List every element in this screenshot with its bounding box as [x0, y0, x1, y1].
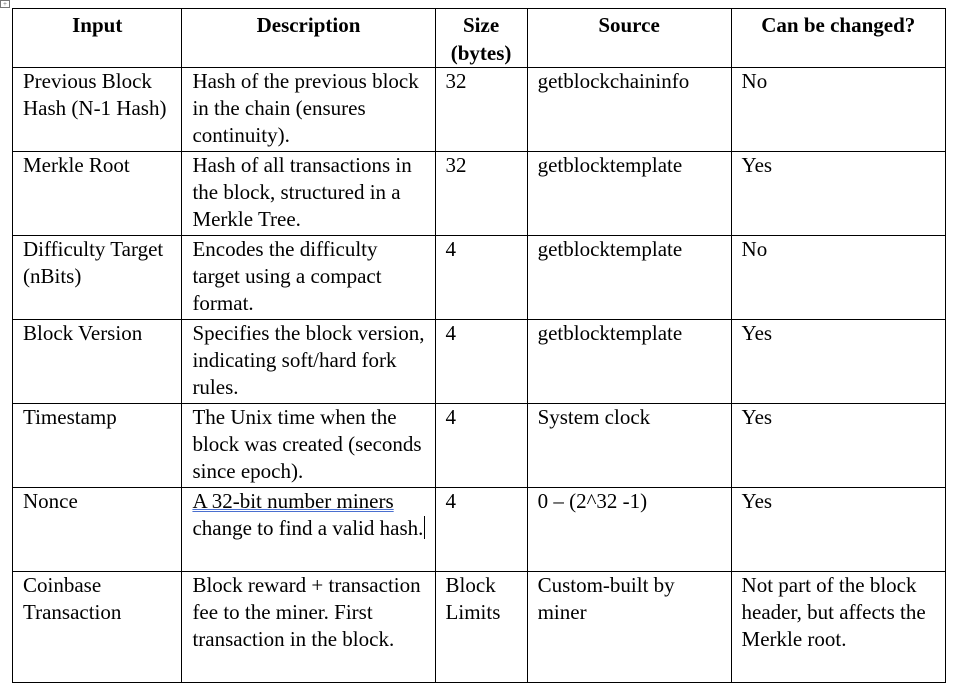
cell-description[interactable]: Hash of all transactions in the block, s… [181, 151, 436, 236]
cell-input[interactable]: Coinbase Transaction [11, 571, 183, 683]
cell-size[interactable]: 32 [434, 67, 528, 152]
cell-input[interactable]: Timestamp [11, 403, 183, 488]
table-move-handle[interactable]: + [0, 0, 10, 8]
table-row: Coinbase Transaction Block reward + tran… [11, 571, 947, 683]
cell-can-be-changed[interactable]: Yes [730, 487, 947, 572]
cell-description[interactable]: Encodes the difficulty target using a co… [181, 235, 436, 320]
cell-can-be-changed[interactable]: Yes [730, 403, 947, 488]
spellcheck-underlined-text: A 32-bit number miners [192, 489, 394, 513]
cell-size[interactable]: 4 [434, 235, 528, 320]
cell-source[interactable]: 0 – (2^32 -1) [526, 487, 732, 572]
cell-size[interactable]: 4 [434, 487, 528, 572]
text-cursor [424, 516, 426, 539]
header-input[interactable]: Input [11, 8, 183, 68]
cell-description[interactable]: The Unix time when the block was created… [181, 403, 436, 488]
table-row: Nonce A 32-bit number miners change to f… [11, 487, 947, 572]
cell-size[interactable]: 32 [434, 151, 528, 236]
table-row: Timestamp The Unix time when the block w… [11, 403, 947, 488]
cell-source[interactable]: getblockchaininfo [526, 67, 732, 152]
table-row: Previous Block Hash (N-1 Hash) Hash of t… [11, 67, 947, 152]
header-source[interactable]: Source [526, 8, 732, 68]
cell-source[interactable]: getblocktemplate [526, 235, 732, 320]
table-row: Block Version Specifies the block versio… [11, 319, 947, 404]
table-header-row: Input Description Size (bytes) Source Ca… [11, 8, 947, 68]
cell-source[interactable]: getblocktemplate [526, 319, 732, 404]
header-size[interactable]: Size (bytes) [434, 8, 528, 68]
cell-input[interactable]: Block Version [11, 319, 183, 404]
cell-size[interactable]: 4 [434, 403, 528, 488]
cell-size[interactable]: Block Limits [434, 571, 528, 683]
cell-source[interactable]: getblocktemplate [526, 151, 732, 236]
description-text: change to find a valid hash. [192, 516, 424, 540]
cell-can-be-changed[interactable]: Yes [730, 319, 947, 404]
cell-can-be-changed[interactable]: No [730, 235, 947, 320]
table-row: Difficulty Target (nBits) Encodes the di… [11, 235, 947, 320]
table-row: Merkle Root Hash of all transactions in … [11, 151, 947, 236]
cell-source[interactable]: System clock [526, 403, 732, 488]
cell-size[interactable]: 4 [434, 319, 528, 404]
cell-can-be-changed[interactable]: Not part of the block header, but affect… [730, 571, 947, 683]
cell-description[interactable]: Block reward + transaction fee to the mi… [181, 571, 436, 683]
cell-can-be-changed[interactable]: Yes [730, 151, 947, 236]
cell-description[interactable]: A 32-bit number miners change to find a … [181, 487, 436, 572]
cell-input[interactable]: Previous Block Hash (N-1 Hash) [11, 67, 183, 152]
block-header-table: Input Description Size (bytes) Source Ca… [11, 8, 947, 683]
cell-can-be-changed[interactable]: No [730, 67, 947, 152]
cell-description[interactable]: Specifies the block version, indicating … [181, 319, 436, 404]
cell-input[interactable]: Merkle Root [11, 151, 183, 236]
header-description[interactable]: Description [181, 8, 436, 68]
cell-description[interactable]: Hash of the previous block in the chain … [181, 67, 436, 152]
cell-input[interactable]: Difficulty Target (nBits) [11, 235, 183, 320]
cell-input[interactable]: Nonce [11, 487, 183, 572]
header-can-be-changed[interactable]: Can be changed? [730, 8, 947, 68]
cell-source[interactable]: Custom-built by miner [526, 571, 732, 683]
